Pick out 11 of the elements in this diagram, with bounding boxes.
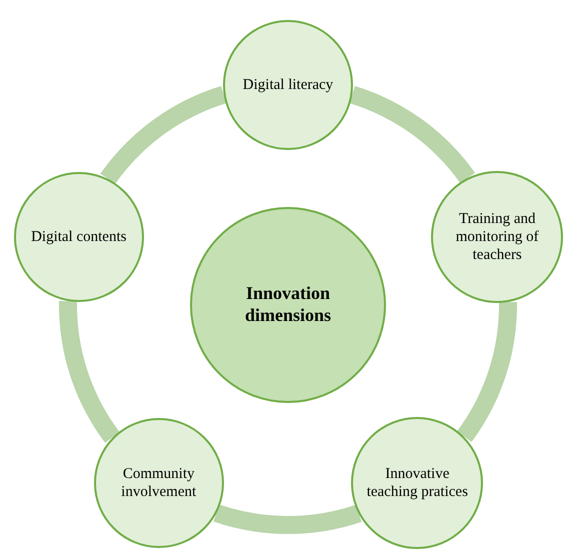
ring-segment bbox=[349, 86, 475, 184]
node-label: Innovative teaching pratices bbox=[366, 464, 469, 501]
node-label: Training and monitoring of teachers bbox=[454, 210, 540, 264]
node-label: Digital literacy bbox=[242, 76, 334, 94]
ring-segment bbox=[456, 302, 517, 442]
node-label: Digital contents bbox=[31, 228, 126, 246]
node-label: Innovation dimensions bbox=[244, 283, 332, 327]
node-label: Community involvement bbox=[120, 464, 198, 501]
ring-segment bbox=[214, 504, 362, 534]
ring-segment bbox=[59, 300, 120, 442]
ring-segment bbox=[100, 86, 227, 184]
